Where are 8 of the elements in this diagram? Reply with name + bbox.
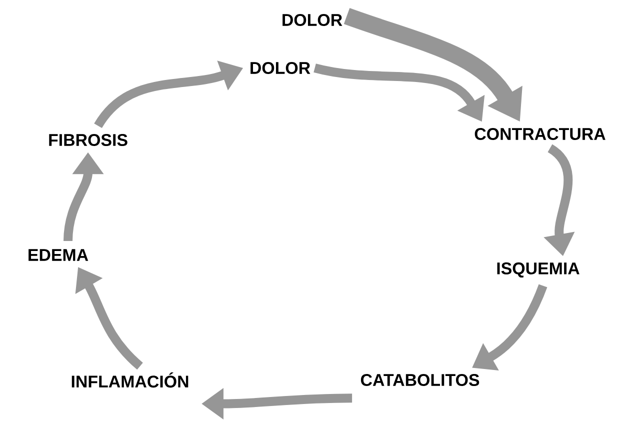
label-text: CATABOLITOS [360,374,480,386]
label-text: DOLOR [250,62,310,74]
label-text: CONTRACTURA [474,128,606,140]
label-text: EDEMA [28,249,88,261]
label-text: DOLOR [282,14,342,26]
label-text: ISQUEMIA [497,262,580,278]
label-text: INFLAMACIÓN [72,372,188,388]
label-text: FIBROSIS [49,134,128,146]
